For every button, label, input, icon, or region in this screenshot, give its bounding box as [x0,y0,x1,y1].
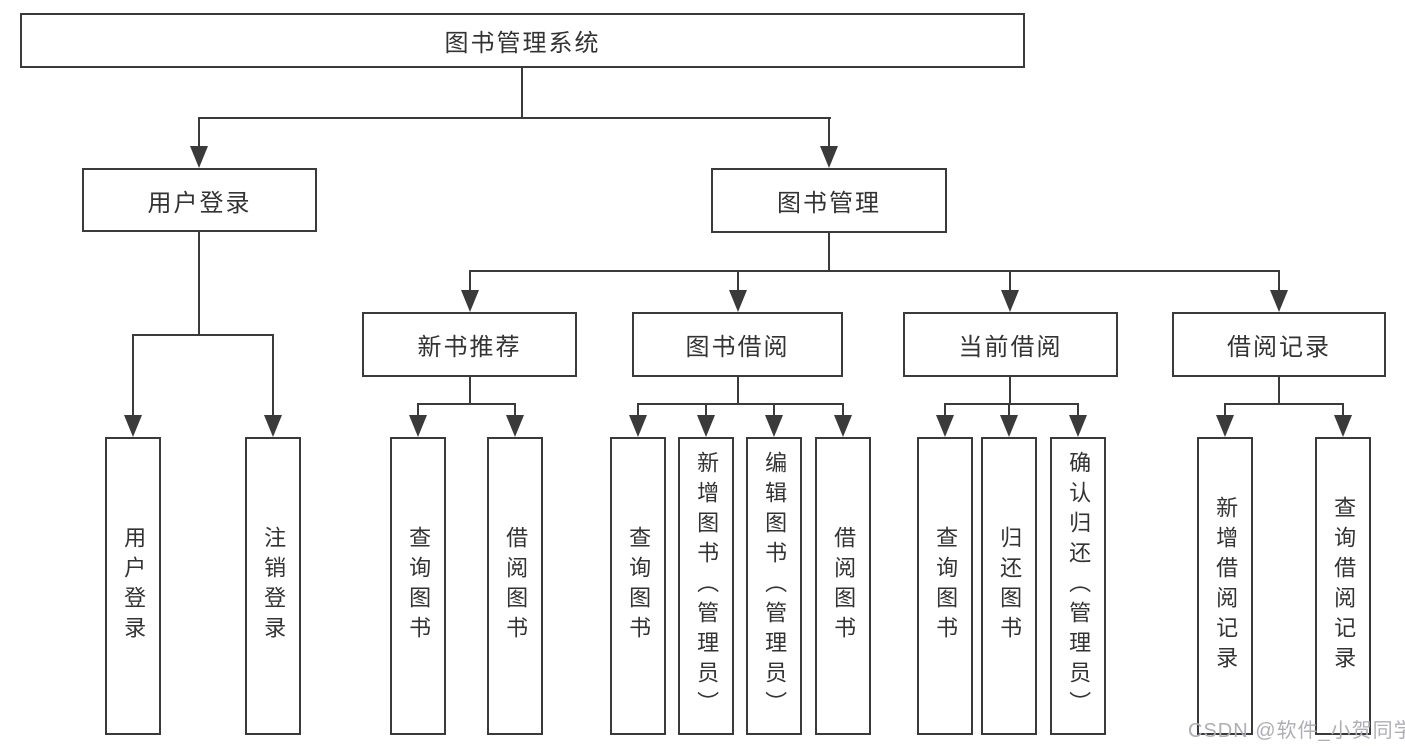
arrow-leaf-icon [834,415,852,437]
node-new-book-recommend: 新书推荐 [362,312,577,377]
leaf-add-books-admin: 新增图书（管理员） [678,437,734,735]
arrow-leaf-icon [1000,415,1018,437]
connector-to-borrow-records [1278,270,1280,292]
connector-leaf [514,403,516,417]
leaf-edit-books-admin: 编辑图书（管理员） [746,437,802,735]
leaf-return-books: 归还图书 [981,437,1037,735]
connector-user-login-branch [132,334,274,336]
node-current-borrow: 当前借阅 [903,312,1118,377]
arrow-leaf-icon [1216,415,1234,437]
connector-to-leaf-login [132,334,134,416]
node-borrow-records: 借阅记录 [1172,312,1386,377]
leaf-user-login: 用户登录 [105,437,161,735]
leaf-label: 编辑图书（管理员） [762,451,788,721]
arrow-leaf-icon [1069,415,1087,437]
node-book-borrow: 图书借阅 [632,312,843,377]
arrow-leaf-icon [697,415,715,437]
leaf-label: 借阅图书 [503,526,529,646]
connector-to-leaf-logout [272,334,274,416]
node-user-login: 用户登录 [82,168,317,232]
arrow-leaf-icon [936,415,954,437]
arrow-leaf-icon [506,415,524,437]
node-book-management: 图书管理 [711,168,947,233]
connector-leaf [705,403,707,417]
connector-to-new-book [469,270,471,292]
leaf-label: 归还图书 [997,526,1023,646]
connector-borrow-records-branch [1224,403,1344,405]
leaf-label: 用户登录 [121,526,147,646]
leaf-query-books: 查询图书 [390,437,446,735]
leaf-add-borrow-record: 新增借阅记录 [1197,437,1253,735]
arrow-leaf-icon [409,415,427,437]
leaf-borrow-books: 借阅图书 [487,437,543,735]
arrow-leaf-icon [765,415,783,437]
connector-leaf [1008,403,1010,417]
node-label: 用户登录 [147,189,252,217]
connector-borrow-records-stem [1278,377,1280,405]
connector-leaf [1077,403,1079,417]
leaf-label: 查询图书 [626,526,652,646]
connector-leaf [417,403,419,417]
arrow-to-current-borrow-icon [1001,290,1019,312]
arrow-to-new-book-icon [461,290,479,312]
node-label: 图书管理 [777,190,881,217]
leaf-query-borrow-record: 查询借阅记录 [1315,437,1371,735]
arrow-to-book-borrow-icon [729,290,747,312]
arrow-to-borrow-records-icon [1270,290,1288,312]
connector-book-management-stem [828,233,830,272]
connector-user-login-stem [198,232,200,336]
arrow-to-book-management-icon [820,146,838,168]
arrow-to-user-login-icon [190,146,208,168]
connector-to-book-management [828,117,830,147]
node-label: 图书管理系统 [444,30,601,57]
arrow-to-leaf-login-icon [124,415,142,437]
arrow-leaf-icon [1334,415,1352,437]
leaf-query-books: 查询图书 [610,437,666,735]
connector-leaf [773,403,775,417]
node-root-library-system: 图书管理系统 [20,13,1025,68]
connector-current-borrow-stem [1009,377,1011,405]
leaf-logout: 注销登录 [245,437,301,735]
leaf-confirm-return-admin: 确认归还（管理员） [1050,437,1106,735]
connector-leaf [637,403,639,417]
connector-new-book-stem [469,377,471,405]
connector-to-book-borrow [737,270,739,292]
connector-book-borrow-stem [737,377,739,405]
connector-root-stem [521,68,523,118]
node-label: 新书推荐 [417,334,522,361]
connector-new-book-branch [417,403,516,405]
arrow-leaf-icon [629,415,647,437]
connector-leaf [944,403,946,417]
leaf-label: 查询图书 [406,526,432,646]
node-label: 图书借阅 [685,334,790,361]
connector-leaf [1342,403,1344,417]
connector-to-current-borrow [1009,270,1011,292]
connector-book-management-branch [469,270,1280,272]
connector-leaf [842,403,844,417]
connector-book-borrow-branch [637,403,844,405]
leaf-label: 新增借阅记录 [1213,496,1239,676]
leaf-query-books: 查询图书 [917,437,973,735]
connector-root-branch [198,117,831,119]
node-label: 当前借阅 [958,334,1063,361]
leaf-label: 注销登录 [261,526,287,646]
leaf-label: 查询图书 [933,526,959,646]
watermark: CSDN @软件_小贺同学 [1188,720,1405,742]
leaf-borrow-books: 借阅图书 [815,437,871,735]
leaf-label: 新增图书（管理员） [694,451,720,721]
connector-current-borrow-branch [944,403,1079,405]
leaf-label: 查询借阅记录 [1331,496,1357,676]
node-label: 借阅记录 [1227,334,1331,361]
arrow-to-leaf-logout-icon [264,415,282,437]
connector-to-user-login [198,117,200,147]
connector-leaf [1224,403,1226,417]
leaf-label: 确认归还（管理员） [1066,451,1092,721]
leaf-label: 借阅图书 [831,526,857,646]
